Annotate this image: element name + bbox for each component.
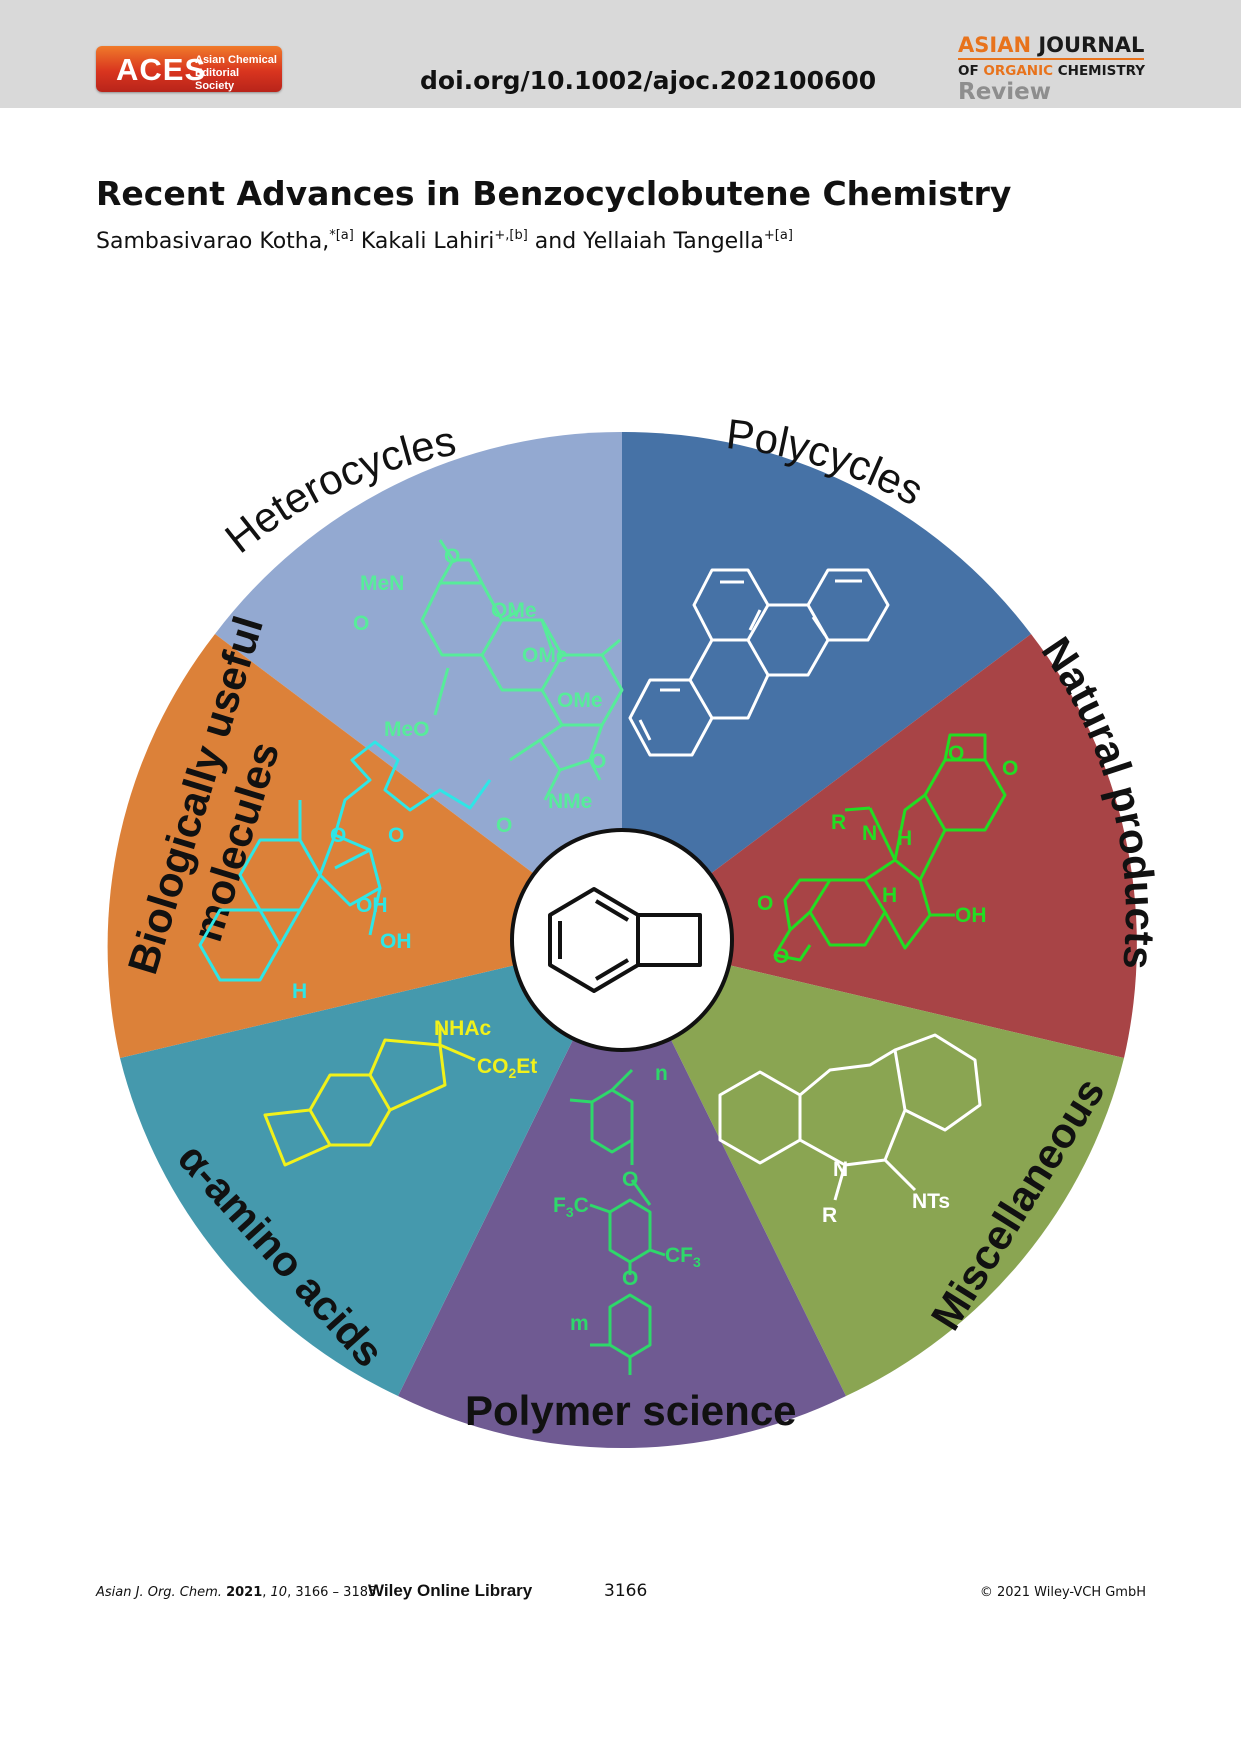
page-number: 3166: [604, 1581, 648, 1601]
journal-citation: Asian J. Org. Chem. 2021, 10, 3166 – 318…: [96, 1585, 377, 1600]
amino-nhac-label: NHAc: [434, 1017, 491, 1040]
article-title: Recent Advances in Benzocyclobutene Chem…: [96, 174, 1012, 213]
bio-o1-label: O: [330, 824, 346, 847]
center-benzocyclobutene-disc: [510, 828, 734, 1052]
doi-link[interactable]: doi.org/10.1002/ajoc.202100600: [420, 66, 877, 95]
sector-natural-products: [622, 634, 1137, 1058]
poly-o1-label: O: [622, 1168, 638, 1191]
nat-h1-label: H: [897, 827, 912, 850]
bio-oh2-label: OH: [380, 930, 412, 953]
benzocyclobutene-structure: [548, 887, 702, 993]
bio-molecule-structure: [198, 740, 492, 982]
misc-r-label: R: [822, 1204, 837, 1227]
journal-logo: ASIAN JOURNAL OF ORGANIC CHEMISTRY Revie…: [958, 34, 1148, 104]
poly-n-label: n: [655, 1062, 668, 1085]
sector-polymer-science: [398, 940, 846, 1449]
het-meo-label: MeO: [384, 718, 430, 741]
nat-o3-label: O: [757, 892, 773, 915]
aces-logo-subtext: Asian Chemical Editorial Society: [195, 54, 277, 92]
polymer-structure: [569, 1068, 666, 1375]
nat-o4-label: O: [773, 945, 789, 968]
aces-logo-text: ACES: [116, 52, 207, 87]
bio-oh1-label: OH: [356, 894, 388, 917]
amino-acid-structure: [263, 1025, 476, 1167]
sector-heterocycles: [215, 431, 622, 940]
het-ome3-label: OMe: [557, 689, 603, 712]
journal-logo-rule: [958, 58, 1144, 60]
amino-co2et-label: CO2Et: [477, 1055, 537, 1081]
poly-m-label: m: [570, 1312, 589, 1335]
misc-n-label: N: [833, 1158, 848, 1181]
poly-o2-label: O: [622, 1267, 638, 1290]
nat-r-label: R: [831, 811, 846, 834]
nat-o1-label: O: [948, 742, 964, 765]
bio-o2-label: O: [388, 824, 404, 847]
page-footer: Asian J. Org. Chem. 2021, 10, 3166 – 318…: [96, 1581, 1146, 1607]
bio-h-label: H: [292, 980, 307, 1003]
het-o2-label: O: [353, 612, 369, 635]
heterocycles-structure: [420, 539, 624, 801]
het-men-label: MeN: [360, 572, 404, 595]
author-list: Sambasivarao Kotha,*[a] Kakali Lahiri+,[…: [96, 228, 793, 254]
aces-society-logo: ACES Asian Chemical Editorial Society: [96, 46, 282, 92]
het-o4-label: O: [496, 814, 512, 837]
nat-h2-label: H: [882, 884, 897, 907]
misc-structure: [718, 1033, 982, 1201]
sector-miscellaneous: [622, 940, 1124, 1396]
het-o3-label: O: [590, 750, 606, 773]
poly-f3c-label: F3C: [553, 1194, 589, 1220]
misc-nts-label: NTs: [912, 1190, 950, 1213]
wiley-online-library-link[interactable]: Wiley Online Library: [368, 1581, 533, 1600]
het-ome1-label: OMe: [491, 599, 537, 622]
copyright: © 2021 Wiley-VCH GmbH: [979, 1585, 1146, 1600]
polymer-science-label: Polymer science: [465, 1387, 797, 1434]
sector-biologically-useful: [107, 634, 623, 1058]
sector-amino-acids: [120, 940, 622, 1396]
article-type: Review: [958, 79, 1052, 105]
natural-products-structure: [773, 733, 1007, 962]
poly-cf3-label: CF3: [665, 1244, 701, 1270]
nat-o2-label: O: [1002, 757, 1018, 780]
het-nme-label: NMe: [548, 790, 592, 813]
nat-oh-label: OH: [955, 904, 987, 927]
polycycles-structure: [628, 568, 890, 757]
het-o1-label: O: [444, 545, 460, 568]
nat-n-label: N: [862, 822, 877, 845]
het-ome2-label: OMe: [522, 644, 568, 667]
sector-polycycles: [622, 431, 1031, 940]
